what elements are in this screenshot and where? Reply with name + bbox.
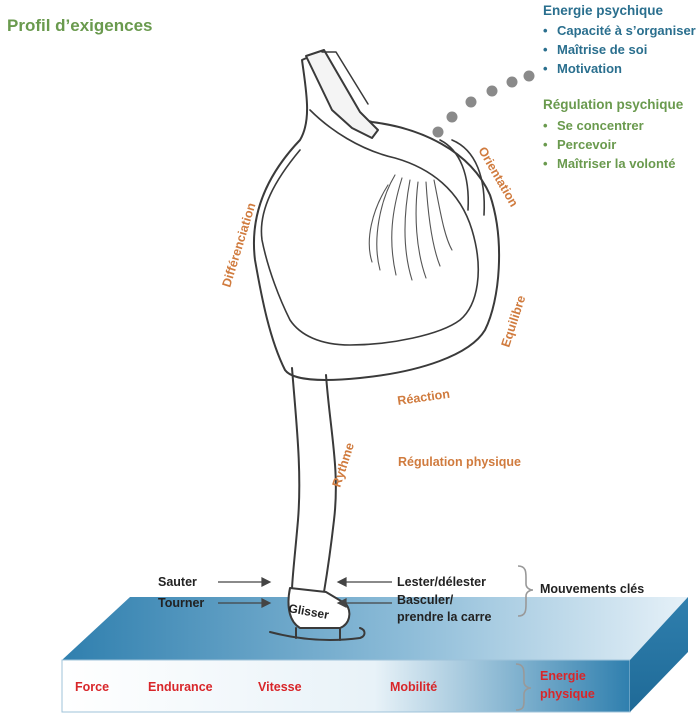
label-differenciation: Différenciation — [219, 201, 258, 289]
energie-mobilite: Mobilité — [390, 680, 438, 694]
energie-endurance: Endurance — [148, 680, 213, 694]
movement-carre: prendre la carre — [397, 610, 492, 624]
energie-physique-label-2: physique — [540, 687, 595, 701]
label-orientation: Orientation — [475, 145, 520, 210]
energie-force: Force — [75, 680, 110, 694]
brace-energie — [515, 663, 532, 711]
brace-mouvements — [517, 565, 534, 617]
regulation-psychique-item: •Percevoir — [543, 137, 617, 152]
regulation-psychique-heading: Régulation psychique — [543, 97, 684, 112]
regulation-physique-label: Régulation physique — [398, 455, 521, 469]
movement-tourner: Tourner — [158, 596, 205, 610]
movement-arrows — [218, 577, 392, 608]
ice-top — [62, 597, 688, 660]
movement-sauter: Sauter — [158, 575, 197, 589]
energie-psychique-item: •Maîtrise de soi — [543, 42, 648, 57]
label-reaction: Réaction — [396, 387, 450, 408]
regulation-psychique-item: •Se concentrer — [543, 118, 644, 133]
mouvements-cles-label: Mouvements clés — [540, 582, 645, 596]
energie-physique-label-1: Energie — [540, 669, 586, 683]
dots-trail — [432, 70, 535, 138]
regulation-psychique-item: •Maîtriser la volonté — [543, 156, 676, 171]
movement-lester: Lester/délester — [397, 575, 486, 589]
energie-psychique-item: •Motivation — [543, 61, 622, 76]
energie-vitesse: Vitesse — [258, 680, 302, 694]
ice-side — [630, 597, 688, 712]
energie-psychique-item: •Capacité à s’organiser — [543, 23, 696, 38]
label-equilibre: Equilibre — [499, 294, 529, 349]
page-title: Profil d’exigences — [7, 16, 153, 35]
skater-figure — [252, 49, 501, 641]
energie-psychique-heading: Energie psychique — [543, 3, 664, 18]
movement-basculer: Basculer/ — [397, 593, 454, 607]
